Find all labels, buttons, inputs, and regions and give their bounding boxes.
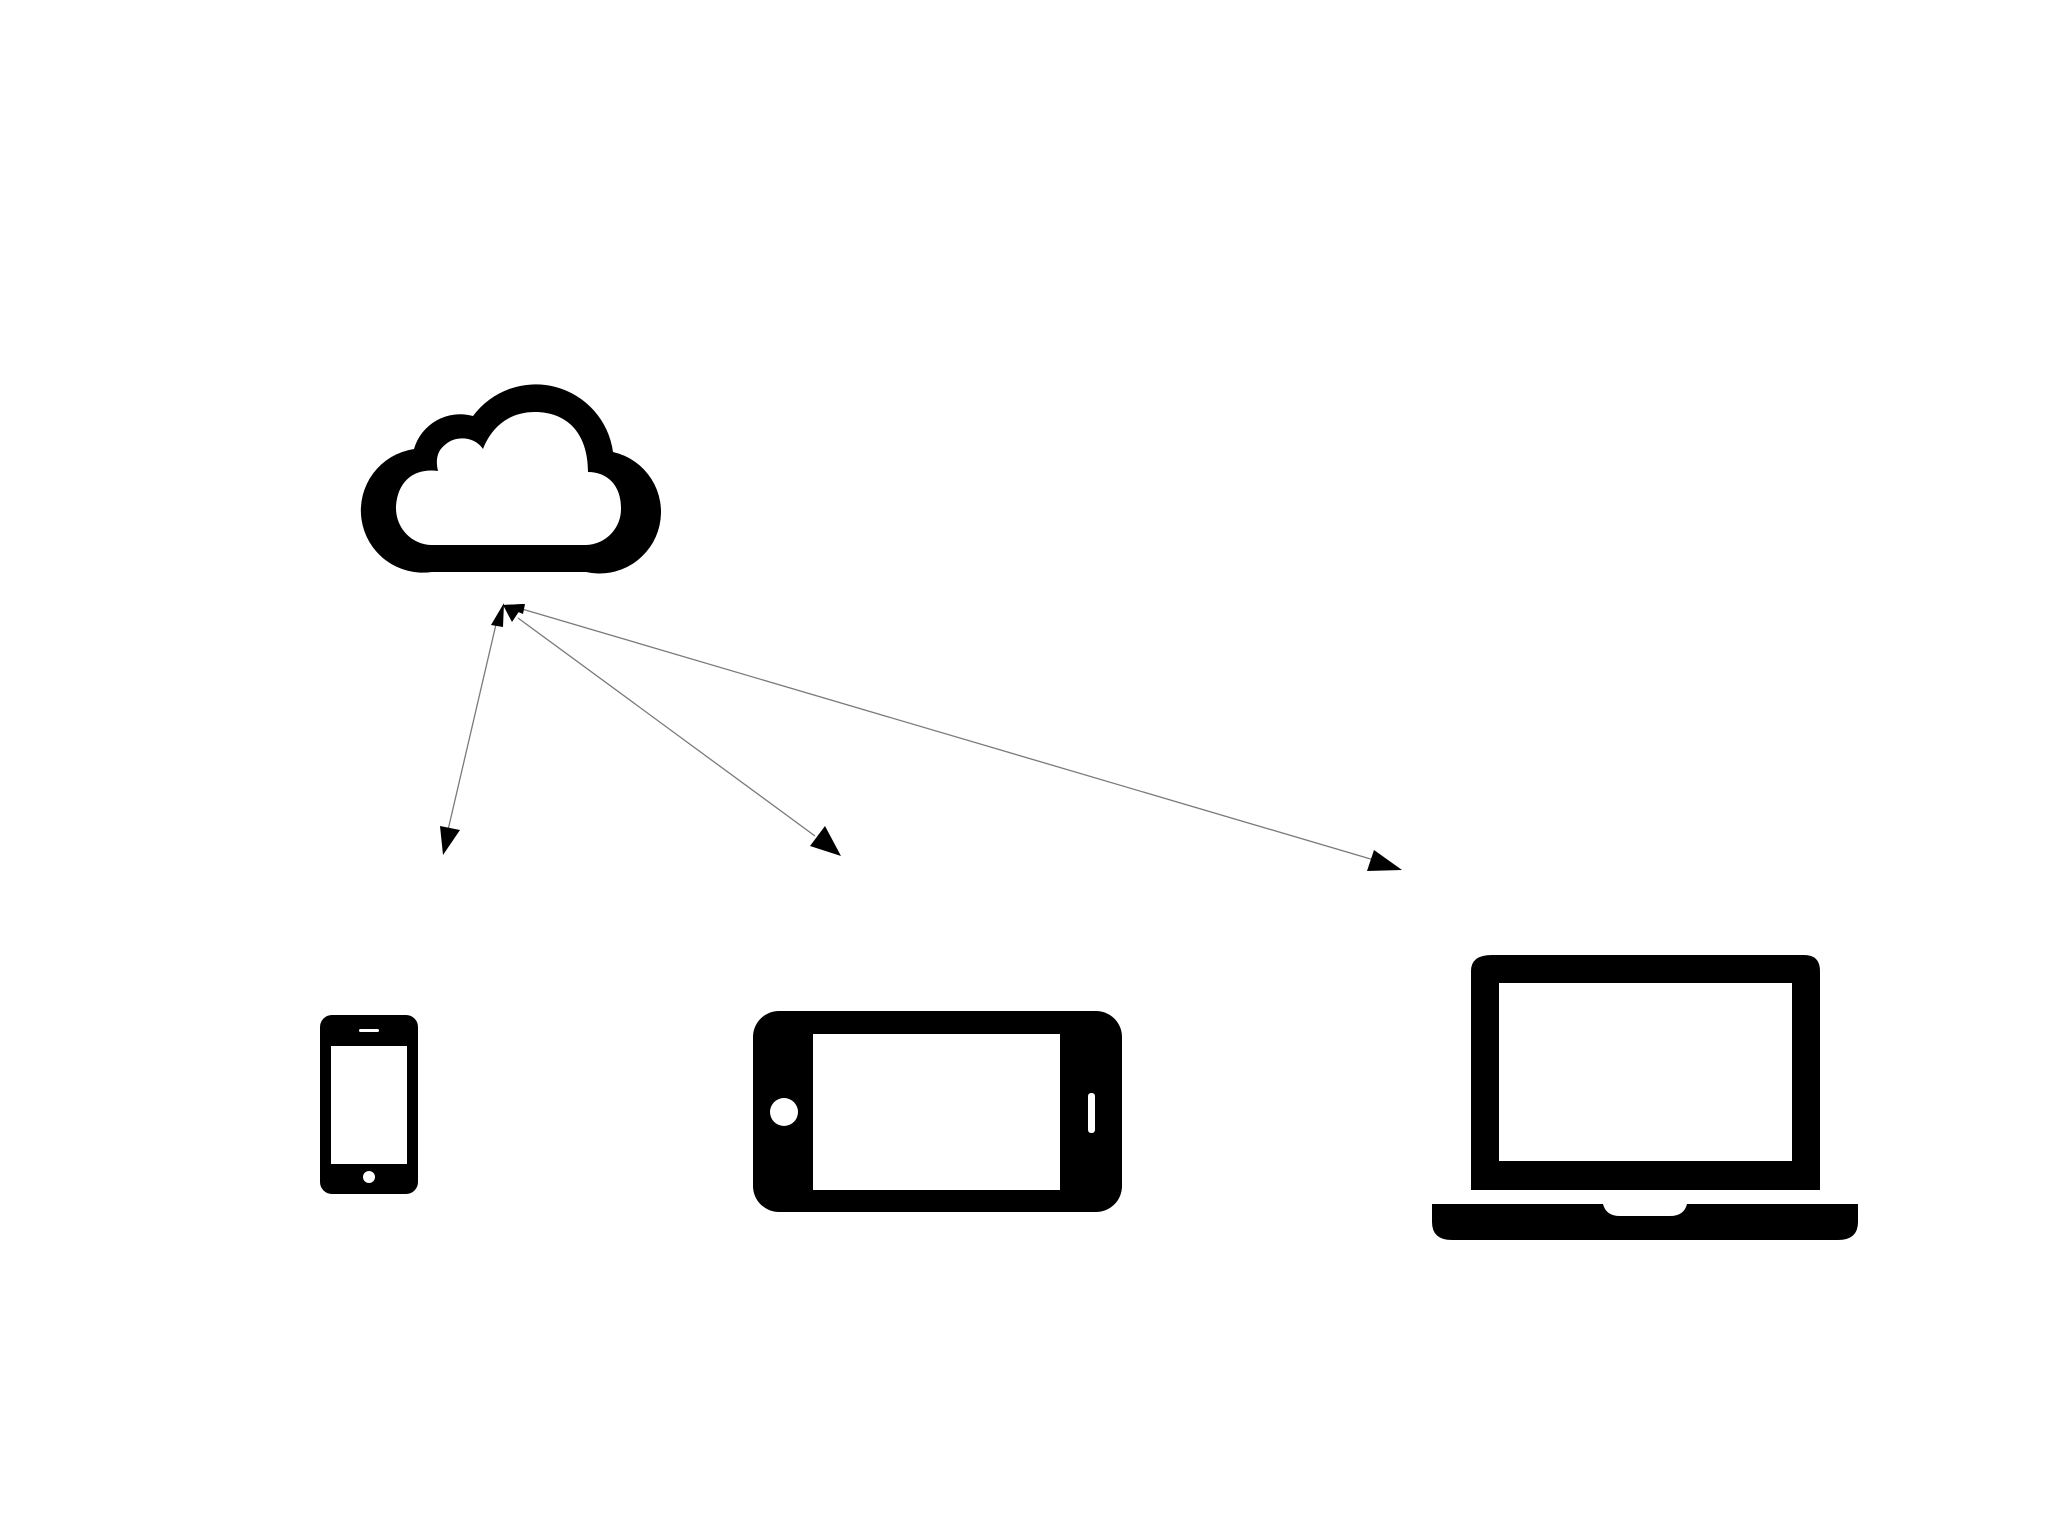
arrowhead-tablet-end xyxy=(810,826,841,856)
edge-cloud-laptop xyxy=(502,604,1402,871)
connectors xyxy=(440,603,1402,871)
laptop-icon xyxy=(1432,955,1858,1240)
tablet-icon xyxy=(753,1011,1122,1212)
edge-cloud-phone xyxy=(440,603,504,855)
arrowhead-phone-end xyxy=(440,826,460,855)
arrowhead-cloud-end xyxy=(502,604,525,614)
smartphone-icon xyxy=(320,1015,418,1194)
edge-cloud-tablet xyxy=(503,604,841,856)
arrowhead-cloud-end xyxy=(491,603,504,627)
arrowhead-laptop-end xyxy=(1367,850,1402,871)
cloud-icon xyxy=(360,384,661,574)
